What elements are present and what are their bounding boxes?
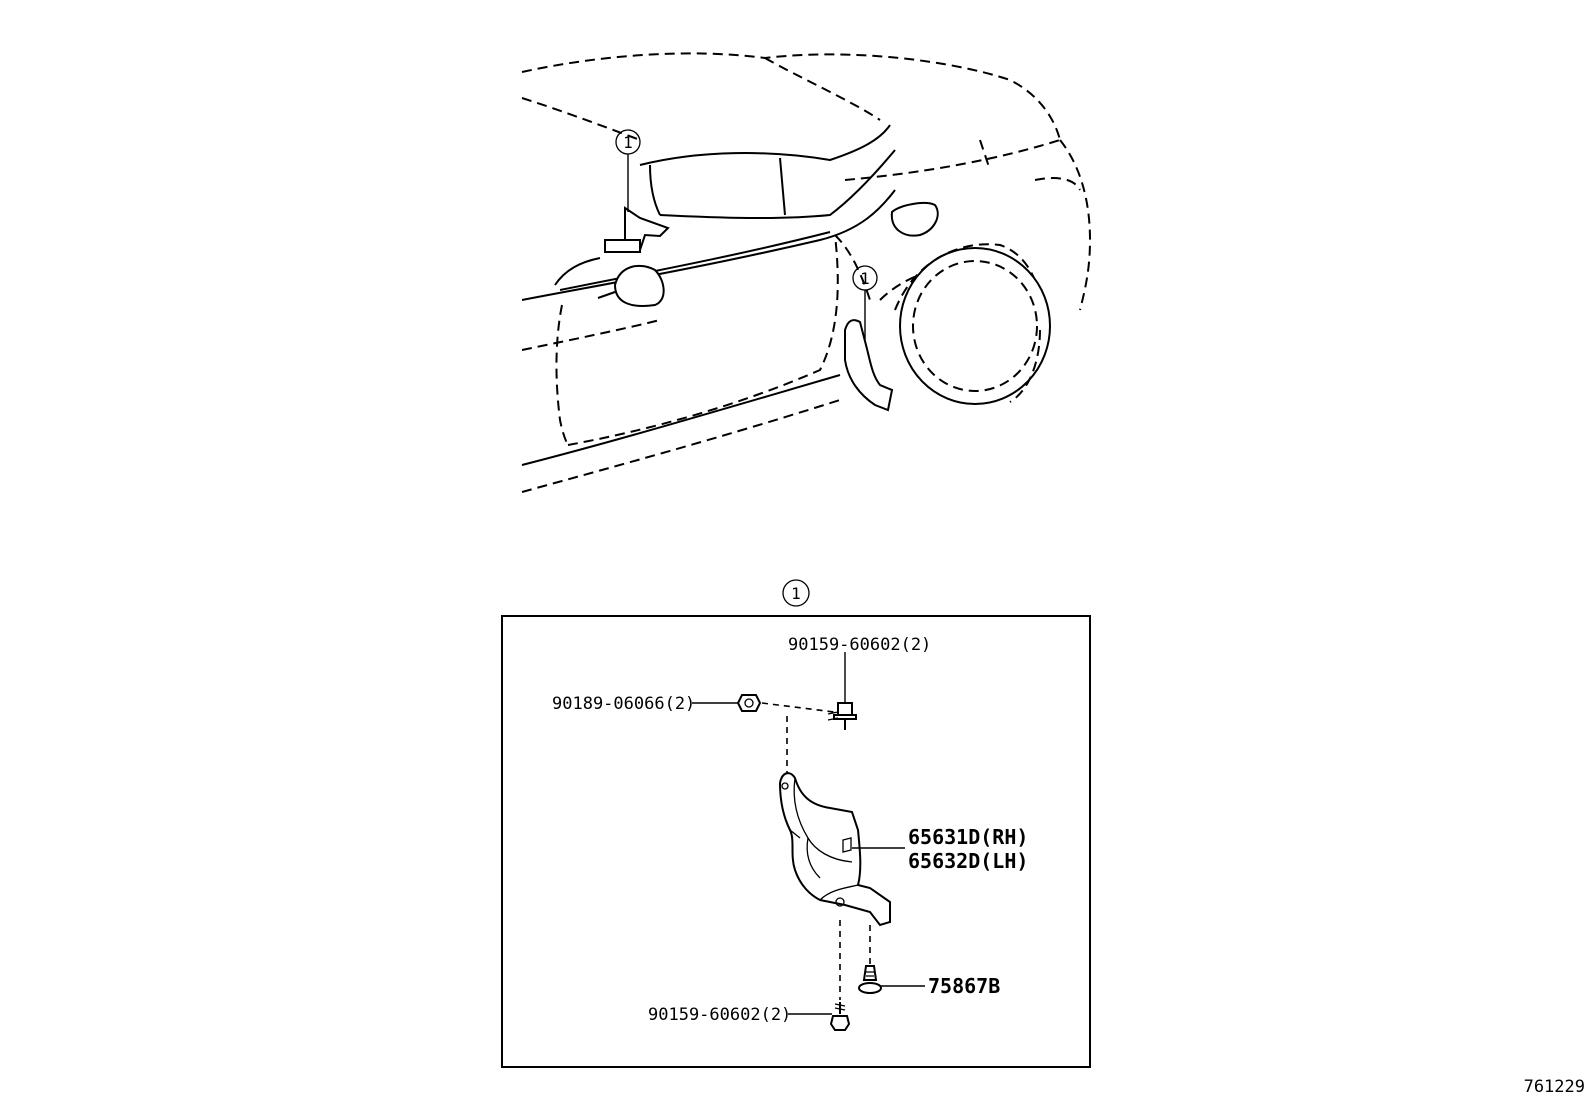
- clip-icon: [858, 965, 882, 994]
- label-splash-shield-lh: 65632D(LH): [908, 849, 1028, 873]
- label-bolt-bottom: 90159-60602(2): [648, 1005, 791, 1025]
- callout-upper-number: 1: [623, 133, 633, 152]
- detail-box: 1 90159-60602(2) 90189-06066(2): [501, 579, 1091, 1068]
- label-bolt-top: 90159-60602(2): [788, 635, 931, 655]
- bolt-bottom-icon: [829, 1002, 851, 1031]
- splash-shield-part: [778, 772, 891, 927]
- car-overview-illustration: [521, 52, 1092, 493]
- label-clip: 75867B: [928, 974, 1000, 998]
- label-splash-shield-rh: 65631D(RH): [908, 825, 1028, 849]
- nut-left-icon: [736, 694, 762, 712]
- callout-upper: 1: [615, 129, 641, 212]
- callout-lower-number: 1: [860, 269, 870, 288]
- diagram-number: 761229: [1524, 1077, 1585, 1097]
- label-nut-left: 90189-06066(2): [552, 694, 695, 714]
- callout-lower: 1: [852, 265, 878, 340]
- bolt-top-icon: [827, 702, 857, 730]
- detail-box-callout-number: 1: [791, 584, 801, 603]
